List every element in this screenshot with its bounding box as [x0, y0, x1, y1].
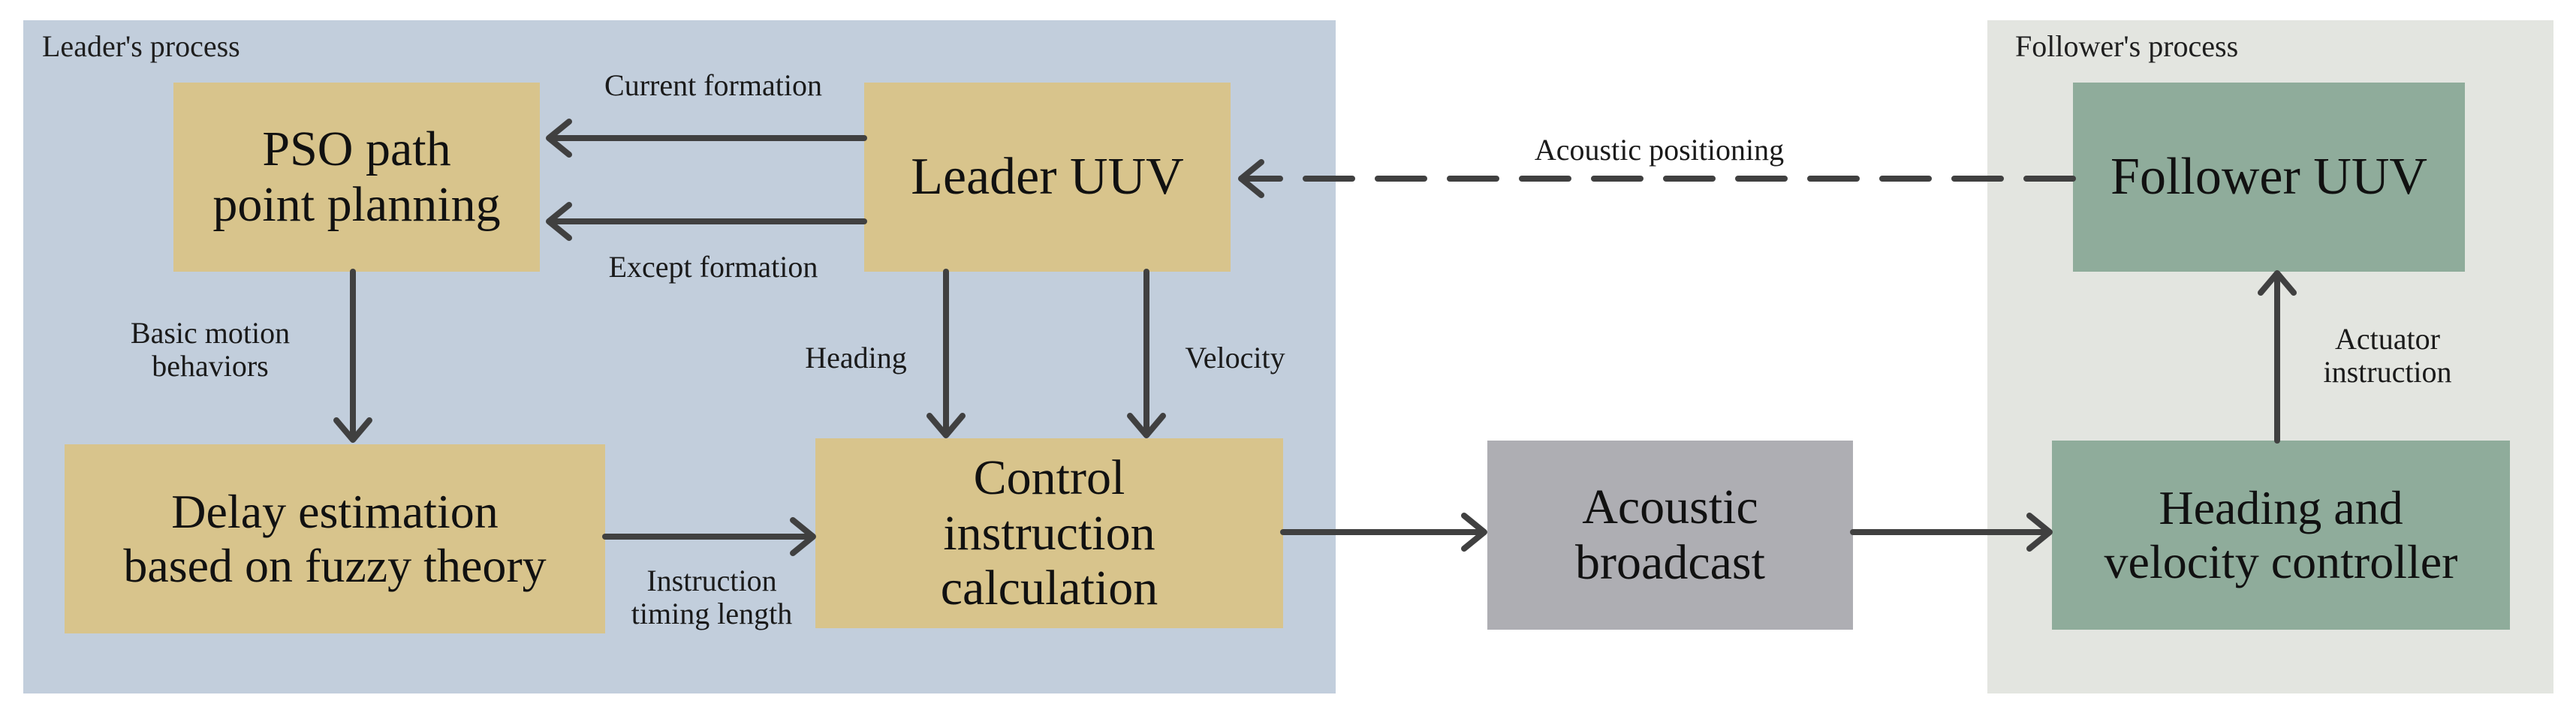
follower-process-title: Follower's process: [2015, 29, 2239, 63]
delay-estimation-label: Delay estimation based on fuzzy theory: [123, 485, 547, 592]
pso-path-planning-box: PSO path point planning: [173, 83, 540, 272]
arrowhead-actuator-instruction: [2258, 270, 2297, 296]
acoustic-broadcast-box: Acoustic broadcast: [1487, 441, 1853, 630]
follower-uuv-label: Follower UUV: [2111, 147, 2427, 206]
heading-velocity-controller-label: Heading and velocity controller: [2104, 481, 2458, 588]
leader-process-title: Leader's process: [42, 29, 240, 63]
label-actuator-instruction: Actuator instruction: [2323, 322, 2452, 389]
arrowhead-except-formation: [546, 202, 572, 241]
heading-velocity-controller-box: Heading and velocity controller: [2052, 441, 2510, 630]
arrowhead-basic-motion: [333, 417, 372, 443]
label-current-formation: Current formation: [604, 68, 822, 102]
label-basic-motion: Basic motion behaviors: [130, 316, 291, 383]
arrowhead-instruction-timing: [790, 517, 816, 556]
leader-uuv-box: Leader UUV: [864, 83, 1231, 272]
label-acoustic-positioning: Acoustic positioning: [1534, 133, 1785, 167]
leader-uuv-label: Leader UUV: [911, 147, 1184, 206]
label-instruction-timing: Instruction timing length: [631, 564, 793, 630]
control-instruction-label: Control instruction calculation: [940, 450, 1158, 616]
label-velocity: Velocity: [1185, 341, 1285, 375]
pso-path-planning-label: PSO path point planning: [212, 122, 501, 232]
follower-uuv-box: Follower UUV: [2073, 83, 2465, 272]
arrowhead-acoustic-positioning: [1238, 159, 1264, 198]
arrowhead-velocity: [1127, 413, 1166, 438]
arrowhead-heading: [926, 413, 966, 438]
label-heading: Heading: [805, 341, 907, 375]
arrowhead-control-to-broadcast: [1461, 513, 1487, 552]
label-except-formation: Except formation: [608, 250, 818, 284]
acoustic-broadcast-label: Acoustic broadcast: [1575, 480, 1765, 590]
delay-estimation-box: Delay estimation based on fuzzy theory: [65, 444, 605, 633]
arrowhead-current-formation: [546, 119, 572, 158]
control-instruction-box: Control instruction calculation: [815, 438, 1283, 628]
arrowhead-broadcast-to-controller: [2026, 513, 2053, 552]
